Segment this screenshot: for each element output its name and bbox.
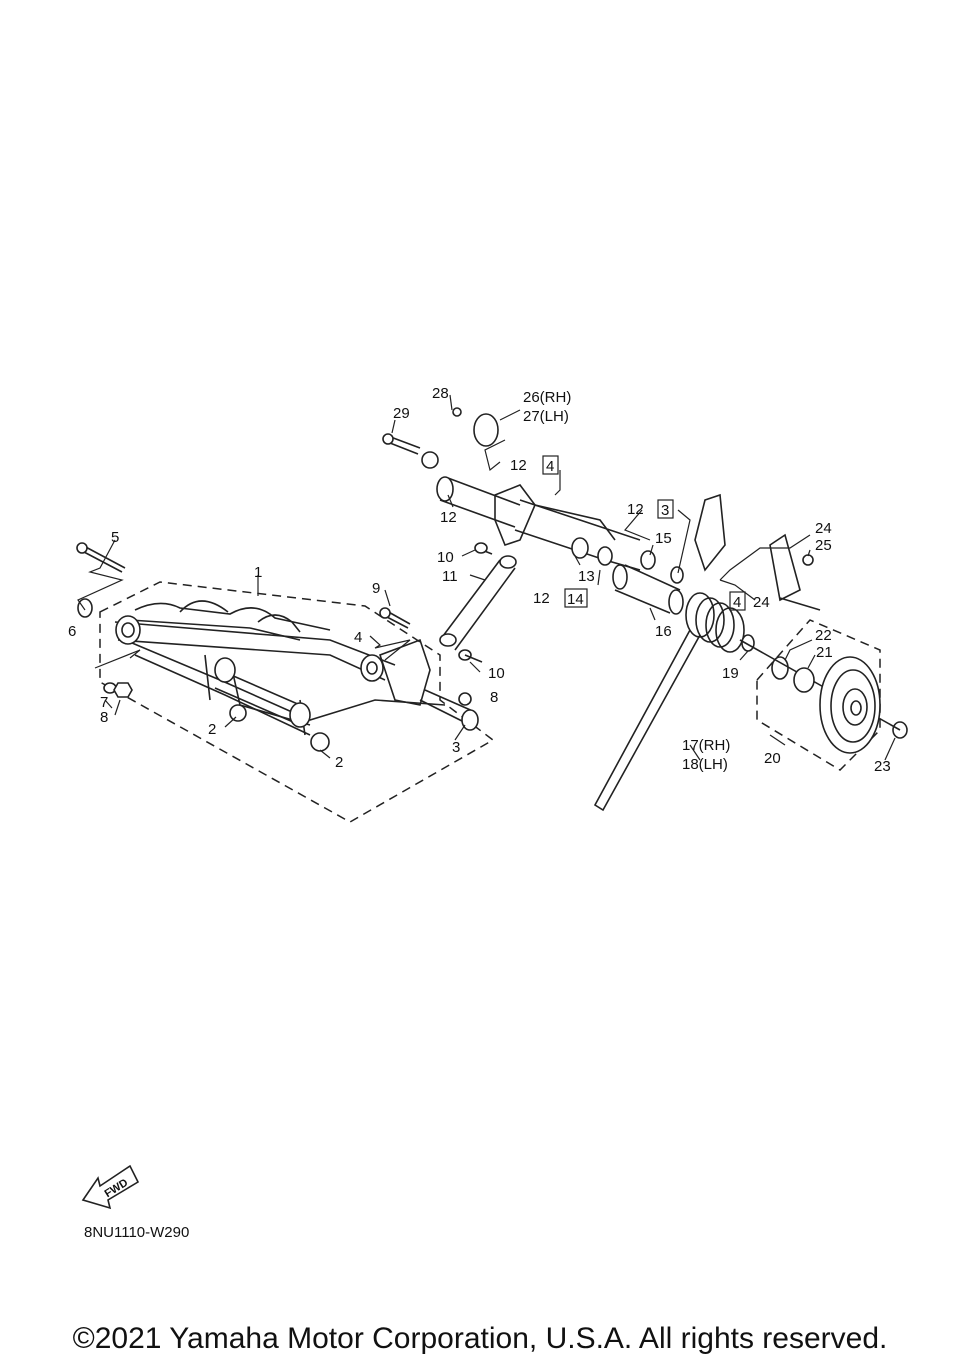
callout-box-14: 14 — [567, 591, 584, 608]
callout-26: 26(RH) — [523, 389, 571, 406]
callout-25: 25 — [815, 537, 832, 554]
callout-13: 13 — [578, 568, 595, 585]
swing-arm-assembly — [76, 539, 495, 823]
callout-12: 12 — [510, 457, 527, 474]
callout-12: 12 — [533, 590, 550, 607]
callout-27: 27(LH) — [523, 408, 569, 425]
callout-10: 10 — [488, 665, 505, 682]
callout-21: 21 — [816, 644, 833, 661]
callout-22: 22 — [815, 627, 832, 644]
callout-8: 8 — [490, 689, 498, 706]
copyright-notice: ©2021 Yamaha Motor Corporation, U.S.A. A… — [72, 1322, 888, 1355]
callout-5: 5 — [111, 529, 119, 546]
callout-6: 6 — [68, 623, 76, 640]
callout-11: 11 — [442, 568, 458, 585]
callout-box-4: 4 — [546, 458, 554, 475]
callout-8: 8 — [100, 709, 108, 726]
callout-9: 9 — [372, 580, 380, 597]
callout-10: 10 — [437, 549, 454, 566]
callout-19: 19 — [722, 665, 739, 682]
fwd-arrow-icon: FWD — [81, 1164, 140, 1210]
callout-1: 1 — [254, 564, 262, 581]
callout-29: 29 — [393, 405, 410, 422]
callout-23: 23 — [874, 758, 891, 775]
assembly-outline-20 — [756, 619, 881, 771]
callout-24: 24 — [815, 520, 832, 537]
assembly-outline-1 — [99, 581, 495, 823]
callout-4: 4 — [354, 629, 362, 646]
shock-link — [439, 542, 517, 673]
callout-15: 15 — [655, 530, 672, 547]
callout-box-4: 4 — [733, 594, 741, 611]
callout-24: 24 — [753, 594, 770, 611]
callout-7: 7 — [100, 694, 108, 711]
callout-18: 18(LH) — [682, 756, 728, 773]
callout-16: 16 — [655, 623, 672, 640]
callout-2: 2 — [335, 754, 343, 771]
front-arm-assembly — [382, 394, 908, 812]
diagram-code: 8NU1110-W290 — [84, 1224, 190, 1241]
callout-box-3: 3 — [661, 502, 669, 519]
callout-28: 28 — [432, 385, 449, 402]
callout-20: 20 — [764, 750, 781, 767]
callout-12: 12 — [627, 501, 644, 518]
callout-2: 2 — [208, 721, 216, 738]
callout-3: 3 — [452, 739, 460, 756]
torsion-spring — [593, 592, 745, 812]
callout-labels: 1 2 2 3 4 5 6 7 8 8 9 10 10 11 12 12 12 … — [68, 385, 891, 775]
callout-12: 12 — [440, 509, 457, 526]
callout-17: 17(RH) — [682, 737, 730, 754]
